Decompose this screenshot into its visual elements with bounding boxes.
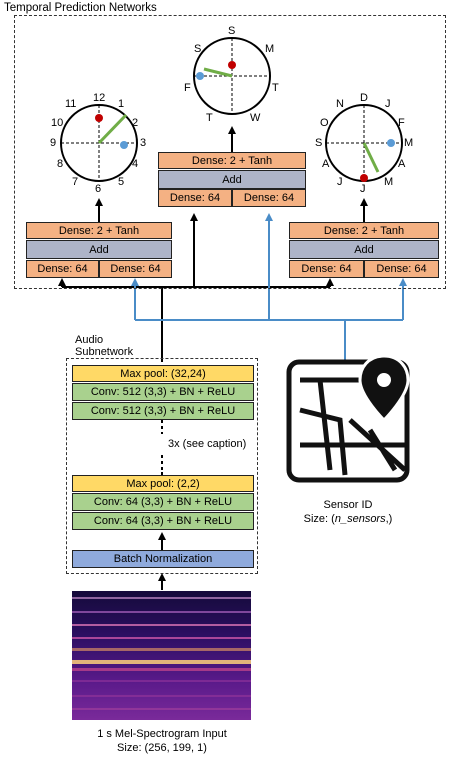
sensor-size-variable: n_sensors bbox=[334, 513, 386, 525]
mel-spectrogram-image bbox=[72, 591, 251, 720]
red-dot-marker bbox=[228, 61, 236, 69]
week-label-s-left: S bbox=[194, 43, 202, 55]
week-label-f: F bbox=[184, 82, 191, 94]
sensor-size-prefix: Size: ( bbox=[303, 513, 335, 525]
audio-feature-connector bbox=[58, 213, 334, 362]
conv-512-a: Conv: 512 (3,3) + BN + ReLU bbox=[72, 383, 254, 401]
hour-label-10: 10 bbox=[51, 117, 64, 129]
input-size: Size: (256, 199, 1) bbox=[117, 742, 207, 754]
hour-label-11: 11 bbox=[65, 98, 77, 110]
tpn-right-dense-b: Dense: 64 bbox=[364, 260, 439, 278]
week-label-m: M bbox=[265, 43, 275, 55]
year-label-a-left: A bbox=[322, 158, 330, 170]
batch-normalization: Batch Normalization bbox=[72, 550, 254, 568]
tpn-left-dense-tanh: Dense: 2 + Tanh bbox=[26, 222, 172, 239]
red-dot-marker bbox=[95, 114, 103, 122]
hour-label-5: 5 bbox=[118, 176, 125, 188]
week-label-t-right: T bbox=[272, 82, 279, 94]
hour-label-4: 4 bbox=[132, 158, 139, 170]
year-label-o: O bbox=[320, 117, 329, 129]
red-dot-marker bbox=[360, 174, 368, 182]
hour-label-12: 12 bbox=[93, 92, 106, 104]
conv-64-b: Conv: 64 (3,3) + BN + ReLU bbox=[72, 512, 254, 530]
month-of-year-clock bbox=[325, 104, 403, 182]
blue-dot-marker bbox=[120, 141, 128, 149]
tpn-middle-dense-tanh: Dense: 2 + Tanh bbox=[158, 152, 306, 169]
week-label-w: W bbox=[250, 112, 261, 124]
hour-label-1: 1 bbox=[118, 98, 125, 110]
tpn-left-dense-b: Dense: 64 bbox=[99, 260, 172, 278]
year-label-f: F bbox=[398, 117, 405, 129]
year-label-a-right: A bbox=[398, 158, 406, 170]
hour-label-9: 9 bbox=[50, 137, 57, 149]
sensor-map-icon bbox=[286, 354, 410, 483]
input-label: 1 s Mel-Spectrogram Input bbox=[97, 728, 227, 740]
conv-512-b: Conv: 512 (3,3) + BN + ReLU bbox=[72, 402, 254, 420]
day-of-week-clock bbox=[193, 37, 271, 115]
tpn-middle-dense-b: Dense: 64 bbox=[232, 189, 306, 207]
tpn-right-add: Add bbox=[289, 240, 439, 259]
year-label-s: S bbox=[315, 137, 323, 149]
week-label-t-left: T bbox=[206, 112, 213, 124]
tpn-left-add: Add bbox=[26, 240, 172, 259]
year-label-n: N bbox=[336, 98, 344, 110]
conv-64-a: Conv: 64 (3,3) + BN + ReLU bbox=[72, 493, 254, 511]
week-label-s-top: S bbox=[228, 25, 236, 37]
hour-label-8: 8 bbox=[57, 158, 64, 170]
tpn-right-dense-tanh: Dense: 2 + Tanh bbox=[289, 222, 439, 239]
audio-title-line2: Subnetwork bbox=[75, 346, 134, 358]
hour-label-3: 3 bbox=[140, 137, 147, 149]
year-label-m-bottom: M bbox=[384, 176, 394, 188]
hour-of-day-clock bbox=[60, 104, 138, 182]
year-label-d: D bbox=[360, 92, 368, 104]
sensor-id-label: Sensor ID bbox=[323, 499, 373, 511]
sensor-id-connector bbox=[131, 213, 407, 360]
hour-label-7: 7 bbox=[72, 176, 79, 188]
audio-subnetwork-container bbox=[66, 358, 258, 574]
audio-title-line1: Audio bbox=[75, 334, 104, 346]
output-arrows bbox=[95, 126, 368, 222]
tpn-right-dense-a: Dense: 64 bbox=[289, 260, 364, 278]
blue-dot-marker bbox=[196, 72, 204, 80]
tpn-title: Temporal Prediction Networks bbox=[4, 2, 157, 14]
tpn-container bbox=[14, 15, 446, 289]
year-label-m-right: M bbox=[404, 137, 414, 149]
maxpool-32-24: Max pool: (32,24) bbox=[72, 365, 254, 382]
year-label-j-left: J bbox=[337, 176, 343, 188]
tpn-middle-dense-a: Dense: 64 bbox=[158, 189, 232, 207]
blue-dot-marker bbox=[387, 139, 395, 147]
tpn-middle-add: Add bbox=[158, 170, 306, 189]
repeat-note: 3x (see caption) bbox=[168, 438, 247, 450]
sensor-size-suffix: ,) bbox=[385, 513, 393, 525]
sensor-id-size: Size: (n_sensors,) bbox=[282, 513, 414, 525]
year-label-j-top: J bbox=[385, 98, 391, 110]
tpn-left-dense-a: Dense: 64 bbox=[26, 260, 99, 278]
maxpool-2-2: Max pool: (2,2) bbox=[72, 475, 254, 492]
hour-label-6: 6 bbox=[95, 183, 102, 195]
year-label-j-bottom: J bbox=[360, 183, 366, 195]
hour-label-2: 2 bbox=[132, 117, 139, 129]
